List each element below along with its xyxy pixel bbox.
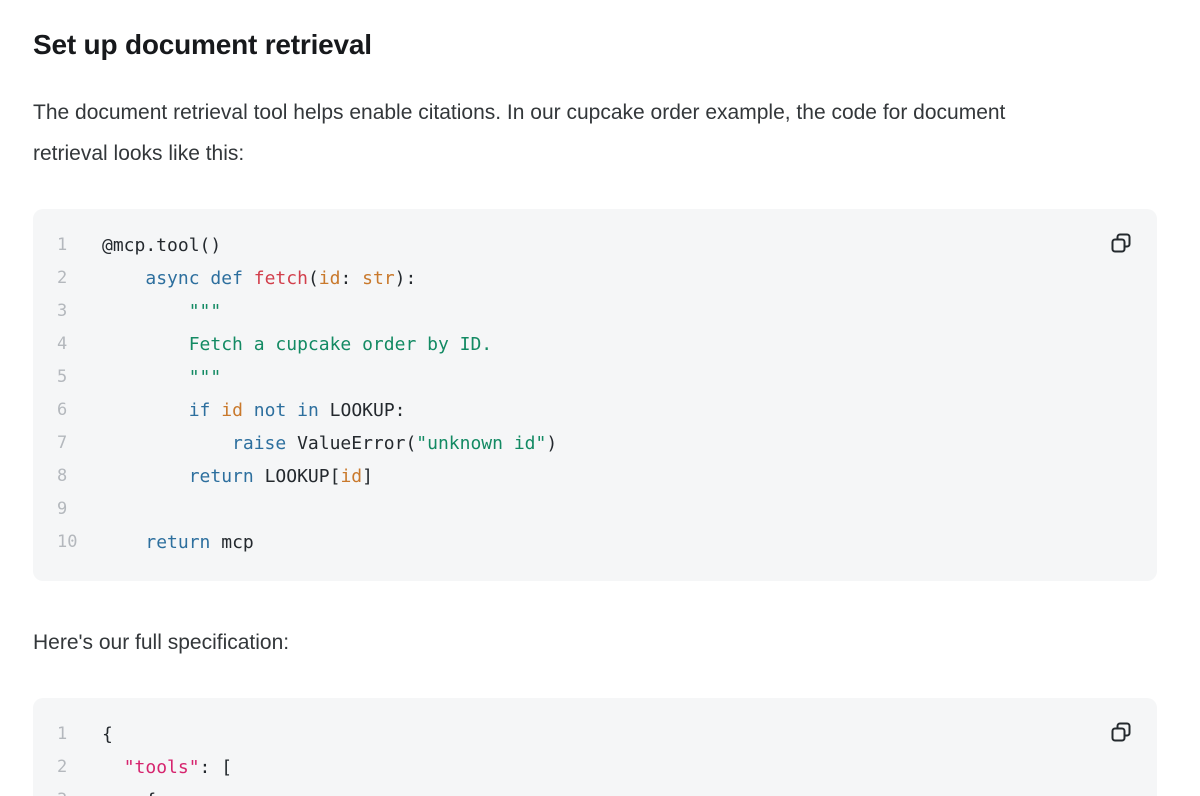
code-token-plain: ValueError( bbox=[286, 433, 417, 454]
code-token-plain: mcp bbox=[210, 532, 254, 553]
code-text: raise ValueError("unknown id") bbox=[102, 427, 557, 460]
code-token-plain bbox=[200, 268, 211, 289]
code-token-plain: { bbox=[102, 724, 113, 745]
code-text: return LOOKUP[id] bbox=[102, 460, 373, 493]
code-text: """ bbox=[102, 361, 222, 394]
copy-code-button[interactable] bbox=[1107, 718, 1135, 746]
code-token-keyword: def bbox=[210, 268, 243, 289]
code-token-plain bbox=[102, 301, 189, 322]
code-token-keyword: if bbox=[188, 400, 211, 421]
code-token-plain: LOOKUP: bbox=[318, 400, 406, 421]
spec-intro-paragraph: Here's our full specification: bbox=[33, 631, 290, 654]
code-token-plain: : bbox=[340, 268, 363, 289]
code-text: { bbox=[102, 718, 113, 751]
copy-code-button[interactable] bbox=[1107, 229, 1135, 257]
code-line: 2 async def fetch(id: str): bbox=[57, 262, 1133, 295]
code-token-keyword: in bbox=[297, 400, 319, 421]
code-line: 2 "tools": [ bbox=[57, 751, 1133, 784]
line-number: 2 bbox=[57, 268, 68, 288]
line-number: 4 bbox=[57, 334, 68, 354]
code-line: 6 if id not in LOOKUP: bbox=[57, 394, 1133, 427]
code-line: 5 """ bbox=[57, 361, 1133, 394]
code-token-string: Fetch a cupcake order by ID. bbox=[188, 334, 493, 355]
code-token-plain: LOOKUP[ bbox=[253, 466, 341, 487]
code-line: 7 raise ValueError("unknown id") bbox=[57, 427, 1133, 460]
line-number: 8 bbox=[57, 466, 68, 486]
code-text: if id not in LOOKUP: bbox=[102, 394, 406, 427]
code-token-json_key: "tools" bbox=[123, 757, 200, 778]
code-token-variable: str bbox=[362, 268, 395, 289]
code-token-plain bbox=[243, 268, 254, 289]
intro-paragraph: The document retrieval tool helps enable… bbox=[33, 101, 1006, 165]
code-token-keyword: return bbox=[188, 466, 254, 487]
line-number: 1 bbox=[57, 235, 68, 255]
line-number: 5 bbox=[57, 367, 68, 387]
code-text: @mcp.tool() bbox=[102, 229, 221, 262]
line-number: 10 bbox=[57, 532, 78, 552]
code-block-json: 1{2 "tools": [3 { bbox=[33, 698, 1157, 796]
code-token-keyword: return bbox=[145, 532, 211, 553]
code-line: 3 { bbox=[57, 784, 1133, 796]
code-token-string: """ bbox=[188, 367, 222, 388]
line-number: 7 bbox=[57, 433, 68, 453]
code-line: 3 """ bbox=[57, 295, 1133, 328]
code-text: "tools": [ bbox=[102, 751, 232, 784]
page-title: Set up document retrieval bbox=[33, 29, 372, 60]
code-token-plain: ( bbox=[307, 268, 319, 289]
code-token-plain bbox=[102, 334, 189, 355]
line-number: 3 bbox=[57, 301, 68, 321]
code-token-plain: { bbox=[102, 790, 156, 796]
line-number: 9 bbox=[57, 499, 68, 519]
code-token-keyword: not bbox=[253, 400, 287, 421]
code-line: 1{ bbox=[57, 718, 1133, 751]
code-token-function: fetch bbox=[253, 268, 308, 289]
code-token-keyword: async bbox=[145, 268, 200, 289]
code-block-python: 1@mcp.tool()2 async def fetch(id: str):3… bbox=[33, 209, 1157, 581]
code-text bbox=[102, 493, 113, 526]
code-token-plain: @mcp.tool() bbox=[102, 235, 222, 256]
code-lines: 1{2 "tools": [3 { bbox=[57, 718, 1133, 796]
line-number: 3 bbox=[57, 784, 79, 796]
code-token-plain bbox=[243, 400, 254, 421]
code-line: 10 return mcp bbox=[57, 526, 1133, 559]
code-token-variable: id bbox=[318, 268, 341, 289]
code-token-variable: id bbox=[221, 400, 243, 421]
line-number: 6 bbox=[57, 400, 68, 420]
code-token-plain bbox=[102, 757, 124, 778]
code-token-plain: ) bbox=[546, 433, 558, 454]
code-token-plain: ] bbox=[362, 466, 373, 487]
code-text: Fetch a cupcake order by ID. bbox=[102, 328, 492, 361]
code-token-plain bbox=[102, 433, 232, 454]
code-text: { bbox=[102, 784, 156, 796]
code-token-plain: ): bbox=[394, 268, 417, 289]
copy-icon bbox=[1109, 720, 1133, 744]
code-token-plain bbox=[102, 268, 145, 289]
code-text: """ bbox=[102, 295, 222, 328]
code-token-variable: id bbox=[340, 466, 363, 487]
code-token-plain bbox=[210, 400, 221, 421]
code-lines: 1@mcp.tool()2 async def fetch(id: str):3… bbox=[57, 229, 1133, 559]
line-number: 2 bbox=[57, 757, 68, 777]
code-line: 4 Fetch a cupcake order by ID. bbox=[57, 328, 1133, 361]
code-token-plain bbox=[102, 532, 145, 553]
code-token-plain bbox=[102, 400, 189, 421]
code-line: 1 @mcp.tool() bbox=[57, 229, 1133, 262]
copy-icon bbox=[1109, 231, 1133, 255]
code-line: 9 bbox=[57, 493, 1133, 526]
code-token-string: "unknown id" bbox=[416, 433, 547, 454]
code-text: return mcp bbox=[102, 526, 254, 559]
code-token-keyword: raise bbox=[232, 433, 287, 454]
code-token-string: """ bbox=[188, 301, 222, 322]
line-number: 1 bbox=[57, 724, 68, 744]
code-token-plain bbox=[102, 367, 189, 388]
code-text: async def fetch(id: str): bbox=[102, 262, 416, 295]
code-token-plain bbox=[102, 466, 189, 487]
code-token-plain: : [ bbox=[199, 757, 233, 778]
code-token-plain bbox=[286, 400, 297, 421]
code-line: 8 return LOOKUP[id] bbox=[57, 460, 1133, 493]
